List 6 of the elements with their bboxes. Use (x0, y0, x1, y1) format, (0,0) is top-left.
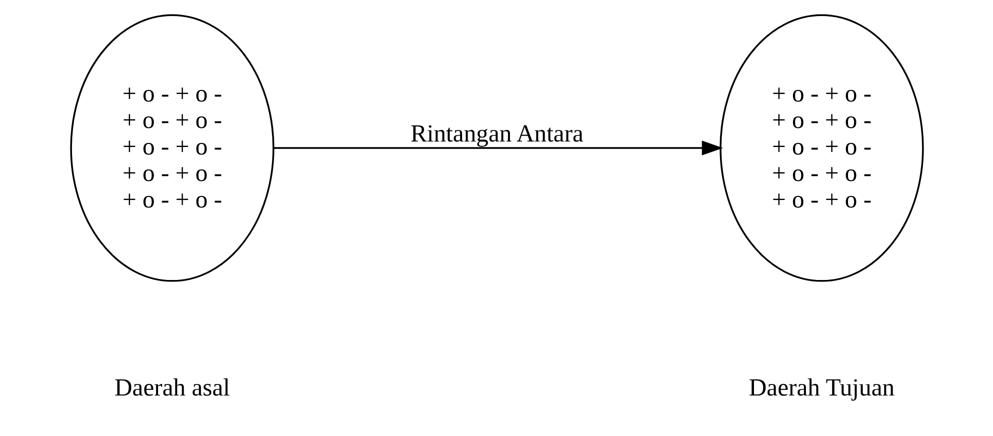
node-ellipse: + o - + o - + o - + o - + o - + o - + o - + o - + o - + o - (719, 14, 924, 282)
edge-label: Rintangan Antara (410, 120, 584, 148)
node-label: Daerah Tujuan (748, 374, 894, 402)
node-ellipse: + o - + o - + o - + o - + o - + o - + o - + o - + o - + o - (70, 14, 274, 282)
node-label: Daerah asal (114, 374, 230, 402)
arrow (273, 140, 723, 156)
